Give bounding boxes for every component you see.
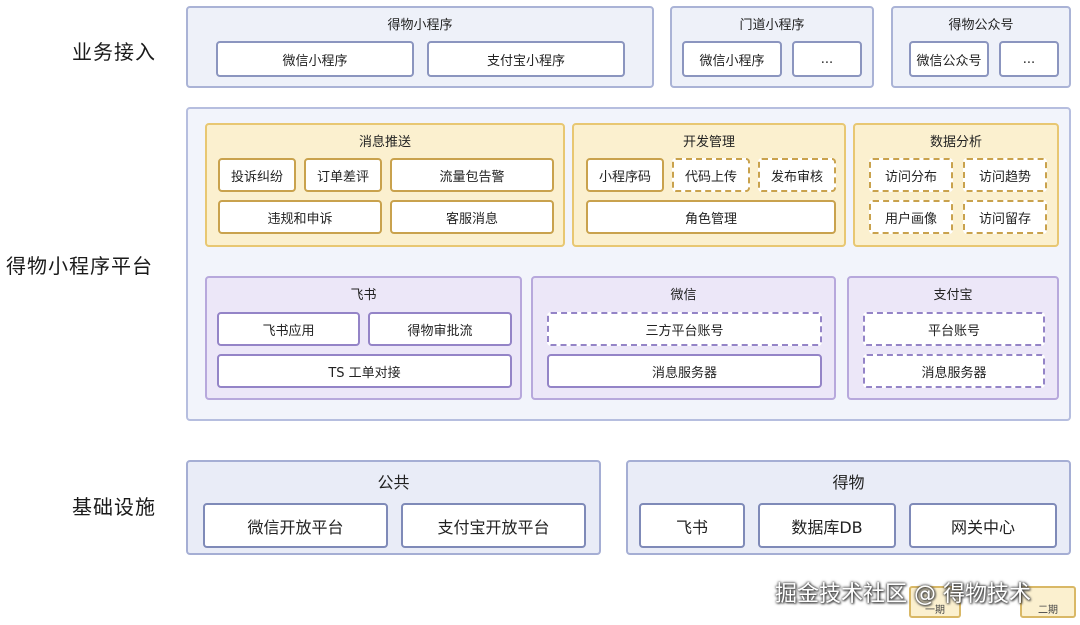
box-alipay-mini-program: 支付宝小程序 xyxy=(427,41,625,77)
panel-title: 微信 xyxy=(670,288,697,303)
panel-dewu-mini-program: 得物小程序 微信小程序 支付宝小程序 xyxy=(186,6,654,88)
panel-title: 支付宝 xyxy=(933,288,973,303)
box-user-portrait: 用户画像 xyxy=(869,200,953,234)
box-platform-account: 平台账号 xyxy=(863,312,1045,346)
box-wechat-open-platform: 微信开放平台 xyxy=(203,503,388,548)
box-alipay-open-platform: 支付宝开放平台 xyxy=(401,503,586,548)
row-label-platform: 得物小程序平台 xyxy=(6,254,153,278)
panel-platform: 消息推送 投诉纠纷 订单差评 流量包告警 违规和申诉 客服消息 开发管理 小程序… xyxy=(186,107,1071,421)
panel-title: 得物小程序 xyxy=(387,18,453,33)
legend-phase-1: 一期 xyxy=(909,586,961,618)
panel-title: 公共 xyxy=(377,473,410,492)
box-ts-ticket: TS 工单对接 xyxy=(217,354,512,388)
box-feishu-app: 飞书应用 xyxy=(217,312,360,346)
row-label-business: 业务接入 xyxy=(72,40,156,64)
panel-title: 消息推送 xyxy=(358,135,411,150)
box-customer-message: 客服消息 xyxy=(390,200,554,234)
panel-feishu: 飞书 飞书应用 得物审批流 TS 工单对接 xyxy=(205,276,522,400)
watermark-text: 掘金技术社区 @ 得物技术 xyxy=(775,582,1031,607)
panel-dev-management: 开发管理 小程序码 代码上传 发布审核 角色管理 xyxy=(572,123,846,247)
box-release-review: 发布审核 xyxy=(758,158,836,192)
panel-title: 得物公众号 xyxy=(948,18,1014,33)
panel-dewu: 得物 飞书 数据库DB 网关中心 xyxy=(626,460,1071,555)
row-label-infra: 基础设施 xyxy=(72,495,156,519)
panel-title: 开发管理 xyxy=(682,135,735,150)
box-database: 数据库DB xyxy=(758,503,896,548)
box-wechat-mini-program: 微信小程序 xyxy=(682,41,782,77)
panel-dewu-official-account: 得物公众号 微信公众号 ... xyxy=(891,6,1071,88)
box-gateway-center: 网关中心 xyxy=(909,503,1057,548)
box-violation-appeal: 违规和申诉 xyxy=(218,200,382,234)
box-message-server: 消息服务器 xyxy=(863,354,1045,388)
box-visit-trend: 访问趋势 xyxy=(963,158,1047,192)
legend-phase-2: 二期 xyxy=(1020,586,1076,618)
panel-message-push: 消息推送 投诉纠纷 订单差评 流量包告警 违规和申诉 客服消息 xyxy=(205,123,565,247)
panel-mendao-mini-program: 门道小程序 微信小程序 ... xyxy=(670,6,874,88)
panel-title: 飞书 xyxy=(350,288,377,303)
box-traffic-alert: 流量包告警 xyxy=(390,158,554,192)
box-visit-distribution: 访问分布 xyxy=(869,158,953,192)
panel-title: 门道小程序 xyxy=(739,18,805,33)
panel-title: 数据分析 xyxy=(929,135,982,150)
box-complaint: 投诉纠纷 xyxy=(218,158,296,192)
box-wechat-mini-program: 微信小程序 xyxy=(216,41,414,77)
box-bad-review: 订单差评 xyxy=(304,158,382,192)
panel-title: 得物 xyxy=(832,473,865,492)
panel-wechat: 微信 三方平台账号 消息服务器 xyxy=(531,276,836,400)
box-feishu: 飞书 xyxy=(639,503,745,548)
panel-public: 公共 微信开放平台 支付宝开放平台 xyxy=(186,460,601,555)
box-approval-flow: 得物审批流 xyxy=(368,312,512,346)
box-role-management: 角色管理 xyxy=(586,200,836,234)
panel-alipay: 支付宝 平台账号 消息服务器 xyxy=(847,276,1059,400)
box-more: ... xyxy=(999,41,1059,77)
box-code-upload: 代码上传 xyxy=(672,158,750,192)
panel-data-analysis: 数据分析 访问分布 访问趋势 用户画像 访问留存 xyxy=(853,123,1059,247)
box-more: ... xyxy=(792,41,862,77)
box-message-server: 消息服务器 xyxy=(547,354,822,388)
box-mini-program-code: 小程序码 xyxy=(586,158,664,192)
box-third-party-account: 三方平台账号 xyxy=(547,312,822,346)
box-wechat-official-account: 微信公众号 xyxy=(909,41,989,77)
box-visit-retention: 访问留存 xyxy=(963,200,1047,234)
